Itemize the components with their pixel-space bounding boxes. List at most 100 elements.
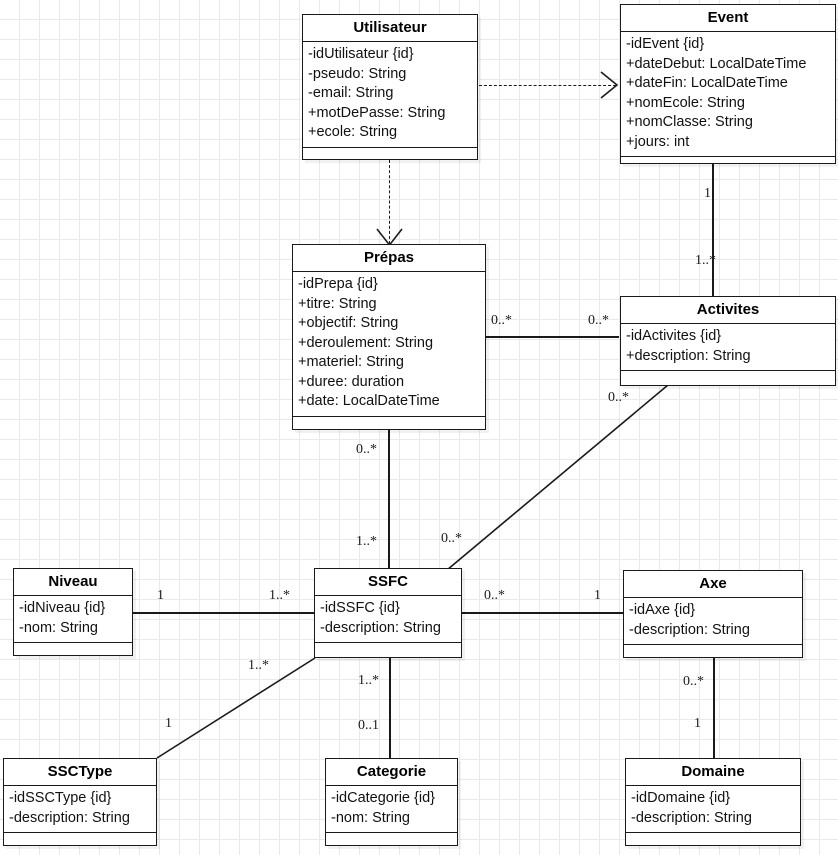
class-title-activites: Activites [621,297,835,325]
attribute-row: +jours: int [626,133,690,150]
edge-prepas-activites [486,336,619,338]
mult-activites-ssfc-bottom: 0..* [441,531,462,546]
attribute-row: +materiel: String [298,354,404,371]
attribute-row: +description: String [626,347,751,364]
class-box-activites[interactable]: Activites -idActivites {id} +description… [620,296,836,386]
class-title-prepas: Prépas [293,245,485,273]
mult-niveau-ssfc-left: 1 [157,588,164,603]
edge-axe-domaine [713,656,715,759]
class-attributes-domaine: -idDomaine {id} -description: String [626,786,800,834]
attribute-row: -email: String [308,85,394,102]
attribute-row: -idActivites {id} [626,328,722,345]
attribute-row: +duree: duration [298,373,405,390]
class-attributes-ssctype: -idSSCType {id} -description: String [4,786,156,834]
class-title-event: Event [621,5,835,33]
mult-axe-domaine-bottom: 1 [694,716,701,731]
mult-ssfc-ssctype-top: 1..* [248,658,269,673]
mult-ssfc-categorie-bottom: 0..1 [358,718,379,733]
class-attributes-axe: -idAxe {id} -description: String [624,598,802,646]
class-methods-activites [621,371,835,384]
attribute-row: -idPrepa {id} [298,276,378,293]
class-attributes-ssfc: -idSSFC {id} -description: String [315,596,461,644]
edge-event-activites [712,162,714,301]
attribute-row: -idEvent {id} [626,36,705,53]
mult-activites-ssfc-top: 0..* [608,390,629,405]
class-methods-ssfc [315,643,461,656]
class-attributes-niveau: -idNiveau {id} -nom: String [14,596,132,644]
class-attributes-utilisateur: -idUtilisateur {id} -pseudo: String -ema… [303,42,477,148]
class-methods-domaine [626,833,800,846]
class-box-prepas[interactable]: Prépas -idPrepa {id} +titre: String +obj… [292,244,486,430]
attribute-row: -idSSCType {id} [9,790,112,807]
class-box-domaine[interactable]: Domaine -idDomaine {id} -description: St… [625,758,801,846]
attribute-row: -idDomaine {id} [631,790,731,807]
mult-event-activites-bottom: 1..* [695,253,716,268]
attribute-row: +dateDebut: LocalDateTime [626,55,807,72]
class-methods-ssctype [4,833,156,846]
class-methods-utilisateur [303,148,477,161]
mult-prepas-ssfc-top: 0..* [356,442,377,457]
attribute-row: -description: String [629,621,750,638]
class-methods-axe [624,645,802,658]
attribute-row: -description: String [631,809,752,826]
class-title-axe: Axe [624,571,802,599]
mult-event-activites-top: 1 [704,186,711,201]
class-attributes-categorie: -idCategorie {id} -nom: String [326,786,457,834]
edge-activites-ssfc [446,384,669,571]
class-box-utilisateur[interactable]: Utilisateur -idUtilisateur {id} -pseudo:… [302,14,478,160]
class-methods-prepas [293,417,485,430]
mult-ssfc-axe-right: 1 [594,588,601,603]
class-methods-categorie [326,833,457,846]
class-methods-event [621,157,835,170]
edge-prepas-ssfc [388,429,390,569]
class-title-categorie: Categorie [326,759,457,787]
arrow-head-utilisateur-event [600,71,619,99]
mult-prepas-activites-right: 0..* [588,313,609,328]
class-title-ssfc: SSFC [315,569,461,597]
edge-ssfc-axe [461,612,625,614]
attribute-row: +ecole: String [308,124,398,141]
edge-ssfc-categorie [389,657,391,759]
mult-prepas-activites-left: 0..* [491,313,512,328]
attribute-row: +dateFin: LocalDateTime [626,75,788,92]
edge-ssfc-ssctype [156,657,316,759]
mult-prepas-ssfc-bottom: 1..* [356,534,377,549]
class-box-event[interactable]: Event -idEvent {id} +dateDebut: LocalDat… [620,4,836,164]
attribute-row: -idCategorie {id} [331,790,435,807]
attribute-row: -description: String [320,619,441,636]
attribute-row: -idSSFC {id} [320,600,400,617]
attribute-row: +nomEcole: String [626,94,745,111]
mult-axe-domaine-top: 0..* [683,674,704,689]
mult-niveau-ssfc-right: 1..* [269,588,290,603]
class-box-ssctype[interactable]: SSCType -idSSCType {id} -description: St… [3,758,157,846]
attribute-row: +date: LocalDateTime [298,393,440,410]
attribute-row: +motDePasse: String [308,104,446,121]
class-attributes-event: -idEvent {id} +dateDebut: LocalDateTime … [621,32,835,158]
attribute-row: -nom: String [19,619,98,636]
class-title-domaine: Domaine [626,759,800,787]
edge-utilisateur-event [479,85,616,86]
class-box-categorie[interactable]: Categorie -idCategorie {id} -nom: String [325,758,458,846]
attribute-row: +objectif: String [298,315,399,332]
class-title-utilisateur: Utilisateur [303,15,477,43]
attribute-row: -idUtilisateur {id} [308,46,414,63]
class-title-niveau: Niveau [14,569,132,597]
attribute-row: -idNiveau {id} [19,600,106,617]
class-box-axe[interactable]: Axe -idAxe {id} -description: String [623,570,803,658]
attribute-row: -pseudo: String [308,65,407,82]
mult-ssfc-categorie-top: 1..* [358,673,379,688]
edge-utilisateur-prepas [389,160,390,244]
class-attributes-prepas: -idPrepa {id} +titre: String +objectif: … [293,272,485,417]
class-box-ssfc[interactable]: SSFC -idSSFC {id} -description: String [314,568,462,658]
class-box-niveau[interactable]: Niveau -idNiveau {id} -nom: String [13,568,133,656]
attribute-row: +deroulement: String [298,334,434,351]
edge-niveau-ssfc [132,612,315,614]
class-attributes-activites: -idActivites {id} +description: String [621,324,835,372]
mult-ssfc-axe-left: 0..* [484,588,505,603]
attribute-row: +titre: String [298,295,377,312]
attribute-row: -description: String [9,809,130,826]
class-title-ssctype: SSCType [4,759,156,787]
attribute-row: -idAxe {id} [629,602,696,619]
mult-ssfc-ssctype-bottom: 1 [165,716,172,731]
